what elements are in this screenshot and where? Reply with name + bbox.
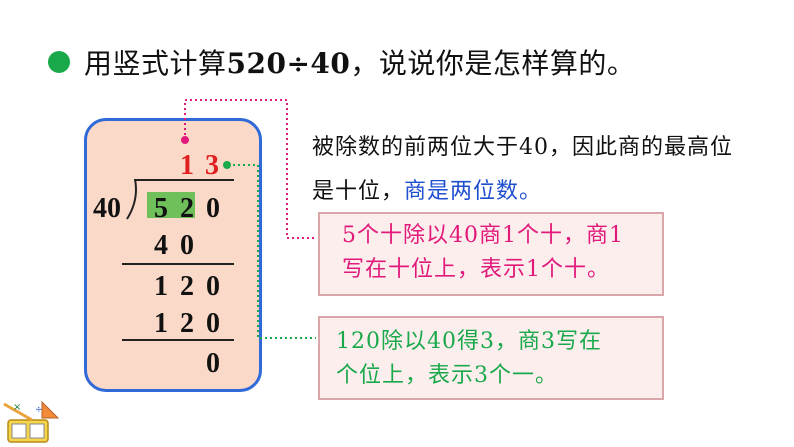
remainder1-digit: 1	[154, 271, 168, 302]
step1-digit: 4	[154, 230, 168, 261]
svg-text:÷: ÷	[35, 405, 43, 415]
dividend-hundreds-digit: 5	[154, 193, 168, 224]
svg-text:×: ×	[13, 402, 21, 413]
bullet-dot-icon	[48, 51, 70, 73]
step1-digit: 0	[180, 230, 194, 261]
step2-line	[122, 339, 234, 341]
title-prefix: 用竖式计算	[84, 47, 227, 80]
note2-line1: 120除以40得3，商3写在	[336, 329, 602, 354]
page-title: 用竖式计算520÷40，说说你是怎样算的。	[84, 42, 635, 82]
title-suffix: ，说说你是怎样算的。	[350, 47, 636, 80]
dividend-ones-digit: 0	[206, 193, 220, 224]
connector-dot-pink	[181, 136, 189, 144]
quotient-tens-digit: 1	[180, 150, 194, 181]
final-remainder: 0	[206, 348, 220, 379]
step2-digit: 1	[154, 308, 168, 339]
note-tens-place: 5个十除以40商1个十，商1 写在十位上，表示1个十。	[318, 212, 664, 296]
step2-digit: 2	[180, 308, 194, 339]
note1-line1: 5个十除以40商1个十，商1	[342, 223, 624, 248]
title-row: 用竖式计算520÷40，说说你是怎样算的。	[48, 42, 635, 82]
long-division-panel	[84, 118, 262, 392]
note2-line2: 个位上，表示3个一。	[336, 363, 558, 388]
title-expression: 520÷40	[226, 47, 351, 80]
connector-dot-green	[223, 161, 231, 169]
division-bar	[134, 179, 234, 181]
quotient-ones-digit: 3	[205, 150, 219, 181]
step1-line	[122, 263, 234, 265]
remainder1-digit: 2	[180, 271, 194, 302]
math-tools-mascot-icon: × ÷	[3, 400, 60, 443]
dividend-tens-digit: 2	[180, 193, 194, 224]
division-bracket	[126, 178, 137, 220]
explanation-text: 被除数的前两位大于40，因此商的最高位是十位，商是两位数。	[312, 126, 752, 214]
remainder1-digit: 0	[206, 271, 220, 302]
note-ones-place: 120除以40得3，商3写在 个位上，表示3个一。	[318, 316, 664, 400]
dividend-highlight	[147, 192, 195, 218]
divisor: 40	[93, 193, 121, 224]
explanation-main: 被除数的前两位大于40，因此商的最高位是十位，	[312, 135, 733, 204]
note1-line2: 写在十位上，表示1个十。	[342, 257, 610, 282]
step2-digit: 0	[206, 308, 220, 339]
explanation-highlight: 商是两位数。	[404, 179, 543, 204]
